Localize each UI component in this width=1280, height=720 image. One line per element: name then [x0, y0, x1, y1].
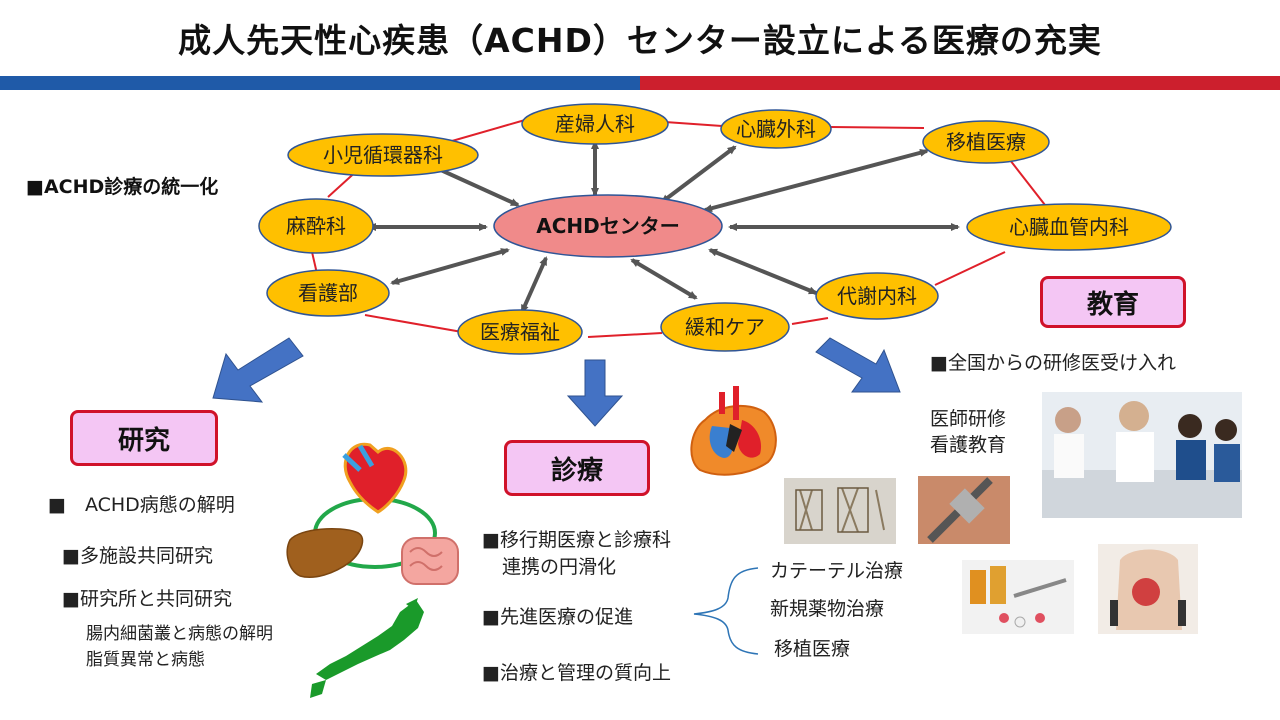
arrow-to-research: [212, 337, 304, 403]
research-item-multicenter: ■多施設共同研究: [62, 545, 213, 567]
node-anesthesiology: 麻酔科: [258, 198, 374, 254]
clinical-bracket: [693, 567, 759, 655]
liver-illustration-icon: [286, 527, 364, 578]
node-metabolic-medicine: 代謝内科: [815, 272, 939, 320]
node-medical-welfare: 医療福祉: [457, 309, 583, 355]
arrow-to-education: [815, 337, 901, 393]
svg-text:代謝内科: 代謝内科: [837, 284, 917, 308]
research-item-institute: ■研究所と共同研究: [62, 588, 232, 610]
education-item-physician-training: 医師研修: [930, 408, 1007, 430]
svg-text:ACHDセンター: ACHDセンター: [536, 214, 680, 238]
research-sub-microbiome: 腸内細菌叢と病態の解明: [86, 624, 273, 644]
node-obstetrics: 産婦人科: [521, 103, 669, 145]
node-palliative-care: 緩和ケア: [660, 302, 790, 352]
title-underline-red: [640, 76, 1280, 90]
medicine-photo: [962, 560, 1074, 634]
clinical-item-transition-line1: ■移行期医療と診療科: [482, 529, 671, 551]
node-cardiac-surgery: 心臓外科: [720, 109, 832, 149]
svg-text:心臓血管内科: 心臓血管内科: [1009, 215, 1129, 239]
arrow-to-clinical: [566, 359, 624, 427]
research-sub-lipid: 脂質異常と病態: [86, 650, 205, 670]
education-heading: 教育: [1040, 276, 1186, 328]
node-cardiovascular-medicine: 心臓血管内科: [966, 203, 1172, 251]
research-heading: 研究: [70, 410, 218, 466]
clinical-branch-drug: 新規薬物治療: [770, 598, 885, 620]
svg-text:産婦人科: 産婦人科: [555, 112, 635, 136]
clinical-heading: 診療: [504, 440, 650, 496]
node-transplant: 移植医療: [922, 120, 1050, 164]
svg-text:麻酔科: 麻酔科: [286, 214, 346, 238]
clinical-item-advanced: ■先進医療の促進: [482, 606, 633, 628]
valve-device-photo: [784, 478, 896, 544]
svg-text:緩和ケア: 緩和ケア: [685, 315, 765, 339]
svg-text:移植医療: 移植医療: [946, 130, 1026, 154]
research-item-pathology: ■ ACHD病態の解明: [48, 494, 235, 516]
clinical-branch-transplant: 移植医療: [774, 638, 851, 660]
doctors-training-photo: [1042, 392, 1242, 518]
education-item-nursing-education: 看護教育: [930, 434, 1007, 456]
node-achd-center: ACHDセンター: [493, 194, 723, 258]
heart-illustration-icon: [342, 442, 408, 514]
title-underline-blue: [0, 76, 640, 90]
heart-device-photo: [1098, 544, 1198, 634]
svg-text:小児循環器科: 小児循環器科: [323, 143, 443, 167]
clinical-branch-catheter: カテーテル治療: [770, 560, 904, 582]
japan-map-icon: [310, 598, 424, 698]
unify-label: ■ACHD診療の統一化: [26, 176, 219, 198]
education-item-residents: ■全国からの研修医受け入れ: [930, 352, 1176, 374]
catheter-photo: [918, 476, 1010, 544]
clinical-item-transition-line2: 連携の円滑化: [502, 556, 617, 578]
heart-diagram-icon: [690, 386, 777, 476]
intestine-illustration-icon: [401, 537, 459, 585]
center-link-arrows: [367, 140, 960, 314]
svg-text:医療福祉: 医療福祉: [480, 320, 560, 344]
svg-text:看護部: 看護部: [298, 281, 358, 305]
department-ring-lines: [311, 119, 1046, 338]
page-title: 成人先天性心疾患（ACHD）センター設立による医療の充実: [178, 21, 1102, 60]
svg-text:心臓外科: 心臓外科: [736, 117, 816, 141]
node-nursing: 看護部: [266, 269, 390, 317]
node-pediatric-cardiology: 小児循環器科: [287, 133, 479, 177]
clinical-item-quality: ■治療と管理の質向上: [482, 662, 671, 684]
